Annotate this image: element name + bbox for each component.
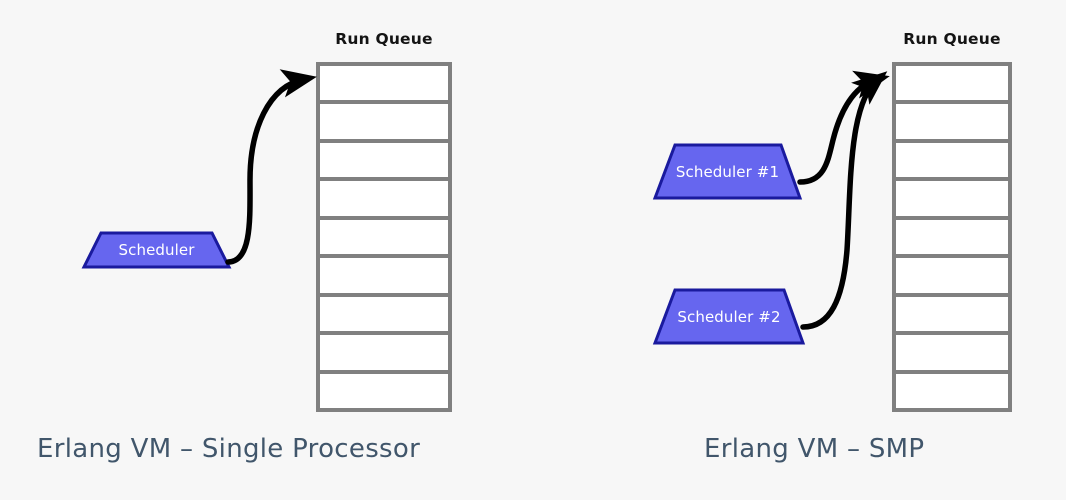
caption-smp: Erlang VM – SMP	[704, 434, 925, 464]
run-queue-cell[interactable]	[320, 373, 448, 408]
run-queue-cell[interactable]	[896, 296, 1008, 336]
scheduler-label: Scheduler #2	[677, 307, 781, 326]
run-queue-cell[interactable]	[320, 296, 448, 336]
run-queue-cell[interactable]	[320, 219, 448, 259]
arrow-scheduler2-to-queue	[800, 71, 888, 330]
caption-single-processor: Erlang VM – Single Processor	[37, 434, 421, 464]
run-queue-cell[interactable]	[320, 181, 448, 220]
run-queue-cell[interactable]	[896, 104, 1008, 143]
run-queue-label-left: Run Queue	[335, 30, 433, 48]
run-queue-label-right: Run Queue	[903, 30, 1001, 48]
run-queue-cell[interactable]	[896, 66, 1008, 105]
run-queue-cell[interactable]	[896, 142, 1008, 182]
scheduler-shape-2[interactable]: Scheduler #2	[652, 288, 806, 345]
run-queue-cell[interactable]	[896, 181, 1008, 220]
run-queue-cell[interactable]	[320, 335, 448, 374]
run-queue-cell[interactable]	[896, 219, 1008, 259]
run-queue-cell[interactable]	[896, 373, 1008, 408]
run-queue-cell[interactable]	[896, 335, 1008, 374]
scheduler-shape-1[interactable]: Scheduler #1	[652, 143, 803, 200]
scheduler-label: Scheduler #1	[675, 162, 780, 181]
run-queue-cell[interactable]	[320, 142, 448, 182]
run-queue-left	[316, 62, 452, 412]
arrow-scheduler-to-queue	[225, 69, 317, 265]
run-queue-cell[interactable]	[320, 258, 448, 297]
run-queue-cell[interactable]	[320, 104, 448, 143]
scheduler-shape-single[interactable]: Scheduler	[81, 231, 232, 269]
run-queue-cell[interactable]	[896, 258, 1008, 297]
run-queue-right	[892, 62, 1012, 412]
scheduler-label: Scheduler	[118, 241, 195, 259]
arrow-scheduler1-to-queue	[797, 70, 890, 185]
run-queue-cell[interactable]	[320, 66, 448, 105]
